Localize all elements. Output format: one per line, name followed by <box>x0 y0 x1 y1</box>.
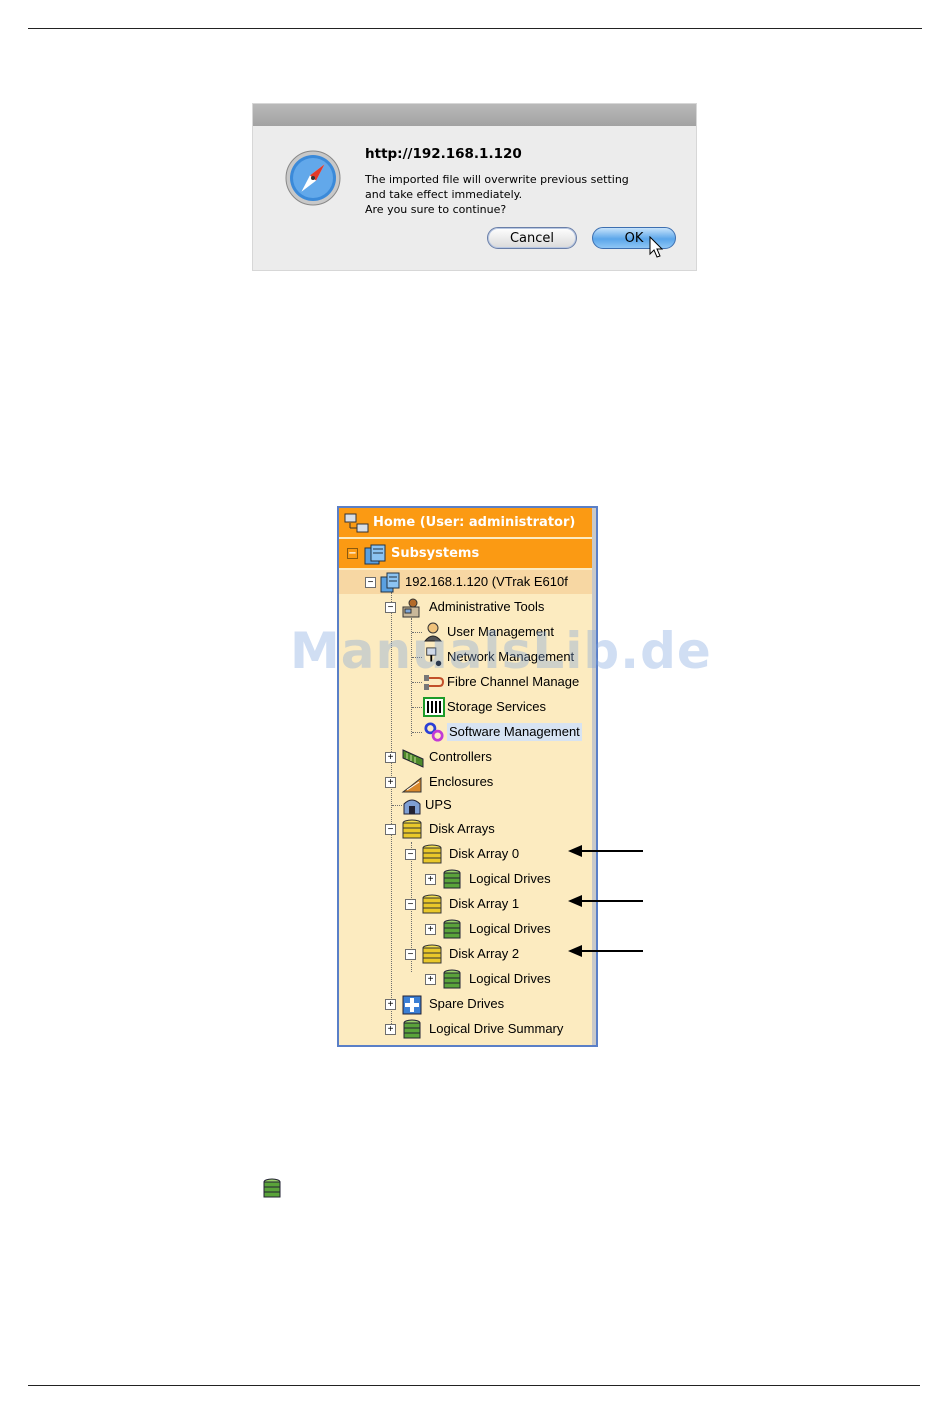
storage-services-icon <box>423 697 445 717</box>
ups-icon <box>403 799 421 815</box>
tree-item-label: User Management <box>447 624 554 639</box>
logical-drives-icon <box>443 919 461 939</box>
dialog-message: The imported file will overwrite previou… <box>365 172 629 217</box>
logical-drives-icon <box>263 1178 281 1198</box>
tree-item-label: Disk Array 0 <box>449 846 520 861</box>
tree-item-label: Storage Services <box>447 699 546 714</box>
expand-icon[interactable]: + <box>385 999 396 1010</box>
collapse-icon[interactable]: − <box>405 899 416 910</box>
expand-icon[interactable]: + <box>425 874 436 885</box>
tree-connector <box>412 732 422 733</box>
expand-icon[interactable]: + <box>425 924 436 935</box>
tree-item-label: Logical Drives <box>469 871 551 886</box>
disk-arrays-icon <box>402 819 422 839</box>
message-line-1: The imported file will overwrite previou… <box>365 173 629 186</box>
tree-item-label: Network Management <box>447 649 575 664</box>
spare-drives-icon <box>402 995 422 1015</box>
tree-connector <box>412 632 422 633</box>
tree-subsystems[interactable]: − Subsystems <box>339 539 596 568</box>
software-gears-icon <box>424 722 444 742</box>
safari-compass-icon <box>285 150 341 206</box>
dialog-url: http://192.168.1.120 <box>365 146 522 162</box>
expand-icon[interactable]: + <box>385 777 396 788</box>
callout-arrow-icon <box>568 945 643 957</box>
tree-item-label: Disk Array 1 <box>449 896 520 911</box>
tree-item-label: Controllers <box>429 749 492 764</box>
tree-item-label: Spare Drives <box>429 996 505 1011</box>
tree-item-label: UPS <box>425 797 452 812</box>
network-home-icon <box>344 513 369 533</box>
collapse-icon[interactable]: − <box>347 548 358 559</box>
callout-arrow-icon <box>568 895 643 907</box>
callout-arrow-icon <box>568 845 643 857</box>
fibre-channel-icon <box>424 675 445 690</box>
tree-item-label: Logical Drives <box>469 971 551 986</box>
controller-icon <box>402 749 424 768</box>
collapse-icon[interactable]: − <box>405 849 416 860</box>
message-line-3: Are you sure to continue? <box>365 203 507 216</box>
collapse-icon[interactable]: − <box>385 824 396 835</box>
server-icon <box>380 572 400 593</box>
tree-item-label: Fibre Channel Manage <box>447 674 580 689</box>
collapse-icon[interactable]: − <box>365 577 376 588</box>
tree-connector <box>412 682 422 683</box>
tree-item-label: Software Management <box>447 723 582 741</box>
tree-home[interactable]: Home (User: administrator) <box>339 508 596 537</box>
disk-array-icon <box>422 894 442 914</box>
disk-array-icon <box>422 844 442 864</box>
disk-array-icon <box>422 944 442 964</box>
tree-item-label: Enclosures <box>429 774 494 789</box>
tree-connector <box>391 592 392 1032</box>
tree-item-label: Disk Arrays <box>429 821 495 836</box>
expand-icon[interactable]: + <box>425 974 436 985</box>
network-management-icon <box>426 647 442 667</box>
enclosure-icon <box>401 776 422 793</box>
watermark: ManualsLib.de <box>290 622 712 680</box>
top-rule <box>28 28 922 29</box>
message-line-2: and take effect immediately. <box>365 188 523 201</box>
collapse-icon[interactable]: − <box>405 949 416 960</box>
admin-tools-icon <box>402 598 420 618</box>
logical-drives-icon <box>443 869 461 889</box>
tree-connector <box>412 707 422 708</box>
logical-drives-icon <box>443 969 461 989</box>
bottom-rule <box>28 1385 920 1386</box>
tree-item-label: Logical Drives <box>469 921 551 936</box>
tree-connector <box>411 618 412 736</box>
collapse-icon[interactable]: − <box>385 602 396 613</box>
expand-icon[interactable]: + <box>385 1024 396 1035</box>
tree-subsystems-label: Subsystems <box>391 546 480 561</box>
dialog-titlebar[interactable] <box>253 104 696 126</box>
tree-connector <box>412 657 422 658</box>
expand-icon[interactable]: + <box>385 752 396 763</box>
mouse-cursor-icon <box>649 236 664 258</box>
tree-item-label: Logical Drive Summary <box>429 1021 564 1036</box>
subsystem-server-icon <box>364 544 386 565</box>
confirm-dialog: http://192.168.1.120 The imported file w… <box>253 104 696 270</box>
tree-home-label: Home (User: administrator) <box>373 515 576 530</box>
tree-item-label: Administrative Tools <box>429 599 545 614</box>
tree-connector <box>392 805 402 806</box>
navigation-tree: Home (User: administrator) − Subsystems … <box>337 506 598 1047</box>
tree-scrollbar[interactable] <box>592 508 596 1045</box>
cancel-button[interactable]: Cancel <box>487 227 577 249</box>
tree-item-label: Disk Array 2 <box>449 946 520 961</box>
user-icon <box>423 622 443 642</box>
logical-drive-summary-icon <box>403 1019 421 1039</box>
tree-item-label: 192.168.1.120 (VTrak E610f <box>405 574 568 589</box>
